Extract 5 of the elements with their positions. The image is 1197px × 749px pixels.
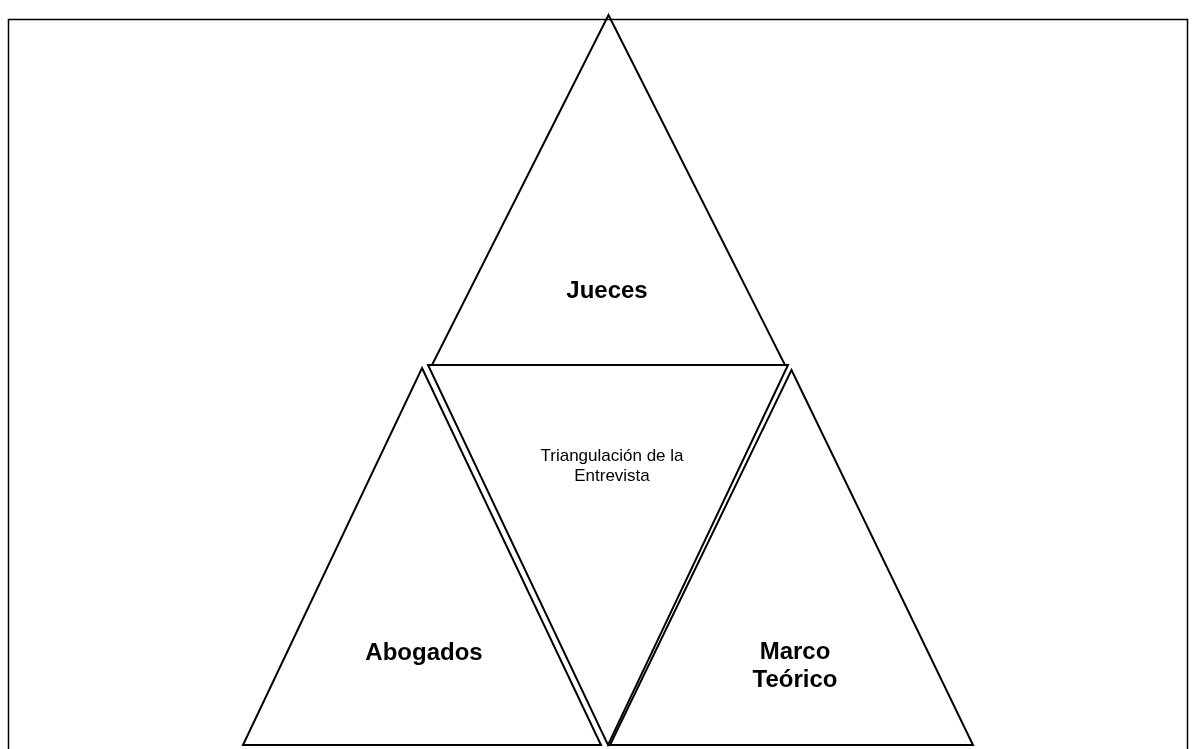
triangle-label: Marco Teórico <box>751 637 839 693</box>
triangle-label: Jueces <box>565 276 649 304</box>
triangle-label: Triangulación de la Entrevista <box>539 446 685 486</box>
triangle-shape <box>432 15 785 365</box>
triangle-label: Abogados <box>364 638 484 666</box>
